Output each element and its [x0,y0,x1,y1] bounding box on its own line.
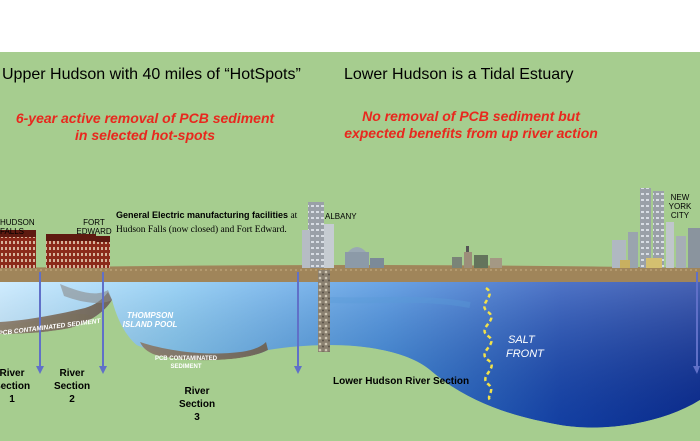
section-2-line-1: River [59,368,84,379]
subtitle-lower-2: expected benefits from up river action [344,125,598,141]
albany-skyline-icon [302,202,384,268]
pcb-sediment-label-2a: PCB CONTAMINATED [155,356,218,362]
subtitle-upper-1: 6-year active removal of PCB sediment [16,110,276,126]
fort-edward-factory-icon [46,234,110,268]
albany-pier-icon [318,270,330,352]
nyc-skyline-icon [612,188,700,268]
white-strip [0,0,700,52]
section-3-line-1: River [184,386,209,397]
salt-front-label-1: SALT [508,334,536,346]
ge-note-bold: General Electric manufacturing facilitie… [116,210,288,220]
section-marker-1 [36,272,44,374]
section-marker-3 [294,272,302,374]
sediment-streak [329,296,471,308]
section-2-line-3: 2 [69,394,75,405]
salt-front-line [483,286,493,401]
hudson-falls-label-1: HUDSON [0,218,35,227]
heading-upper: Upper Hudson with 40 miles of “HotSpots” [2,66,301,83]
sediment-layer-2 [140,342,268,361]
section-1-line-1: River [0,368,25,379]
hudson-falls-factory-icon [0,230,36,268]
section-1-line-3: 1 [9,394,15,405]
section-marker-2 [99,272,107,374]
section-3-line-3: 3 [194,412,200,423]
lower-section-label: Lower Hudson River Section [333,376,469,387]
new-york-label-3: CITY [671,211,690,220]
section-1-line-2: Section [0,381,30,392]
ge-note-line-1: General Electric manufacturing facilitie… [116,210,298,221]
lower-land [0,300,700,441]
ge-note-at: at [288,211,298,221]
section-marker-4 [693,272,700,374]
salt-front-label-2: FRONT [506,348,545,360]
town-icon [452,246,502,268]
hudson-falls-label-2: FALLS [0,227,24,236]
heading-lower: Lower Hudson is a Tidal Estuary [344,66,573,83]
sediment-layer-1 [0,292,112,334]
sediment-plume [60,284,112,303]
new-york-label-2: YORK [669,202,692,211]
section-3-line-2: Section [179,399,215,410]
pcb-sediment-label-2b: SEDIMENT [170,364,201,370]
new-york-label-1: NEW [671,193,690,202]
fort-edward-label-2: EDWARD [76,227,111,236]
river-water-shade [0,282,700,428]
fort-edward-label-1: FORT [83,218,105,227]
subtitle-lower-1: No removal of PCB sediment but [362,108,581,124]
ge-note-line-2: Hudson Falls (now closed) and Fort Edwar… [116,224,287,235]
albany-label: ALBANY [325,212,357,221]
thompson-label-2: ISLAND POOL [123,320,178,329]
subtitle-upper-2: in selected hot-spots [75,127,215,143]
thompson-label-1: THOMPSON [127,311,173,320]
section-2-line-2: Section [54,381,90,392]
